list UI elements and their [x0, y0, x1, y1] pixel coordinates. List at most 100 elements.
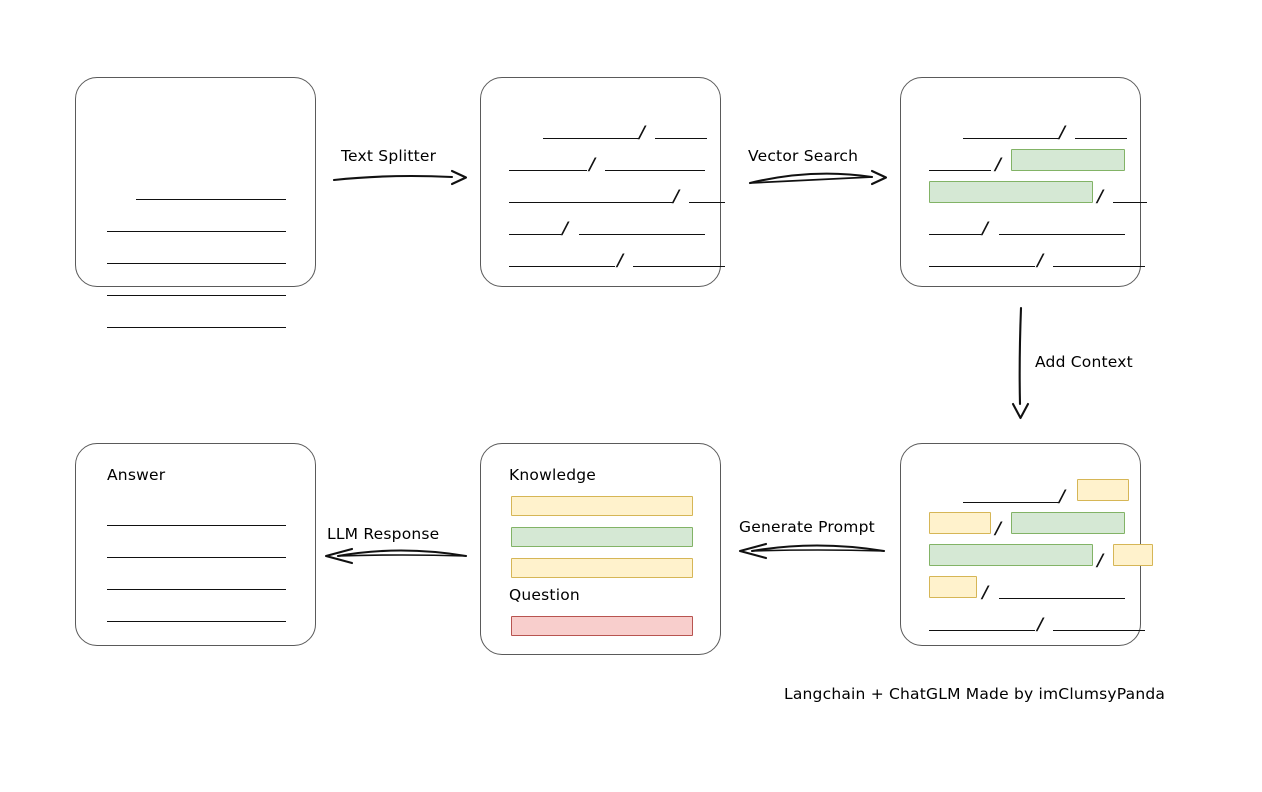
chunk-separator: / [982, 219, 989, 239]
chunk-separator: / [617, 251, 624, 271]
chunk-line: / [901, 479, 1140, 507]
match-highlight-green[interactable] [1011, 512, 1125, 534]
text-line-segment [579, 234, 705, 235]
node-context-added[interactable]: / / / / / [900, 443, 1153, 646]
text-line-segment [136, 199, 286, 200]
text-line-segment [1053, 630, 1145, 631]
edge-label-add-context: Add Context [1035, 353, 1133, 371]
doc-line [76, 186, 315, 200]
match-highlight-green[interactable] [929, 544, 1093, 566]
question-label: Question [509, 586, 580, 604]
edge-generate-prompt [738, 542, 886, 560]
chunk-separator: / [995, 519, 1002, 539]
text-line-segment [1113, 202, 1147, 203]
chunk-line: / [901, 576, 1140, 603]
doc-line [76, 576, 315, 590]
chunk-separator: / [1097, 551, 1104, 571]
text-line-segment [929, 630, 1035, 631]
chunk-line: / [901, 219, 1140, 239]
text-line-segment [509, 234, 561, 235]
knowledge-bar-green[interactable] [511, 527, 693, 547]
chunk-separator: / [982, 583, 989, 603]
text-line-segment [929, 266, 1035, 267]
text-line-segment [509, 170, 587, 171]
edge-llm-response [324, 547, 468, 565]
node-answer[interactable]: Answer [75, 443, 316, 646]
knowledge-bar-yellow[interactable] [511, 496, 693, 516]
chunk-line: / [901, 615, 1145, 635]
text-line-segment [633, 266, 725, 267]
match-highlight-green[interactable] [929, 181, 1093, 203]
edge-label-llm-response: LLM Response [327, 525, 440, 543]
text-line-segment [689, 202, 725, 203]
chunk-line: / [901, 149, 1140, 175]
match-highlight-green[interactable] [1011, 149, 1125, 171]
knowledge-label: Knowledge [509, 466, 597, 484]
text-line-segment [929, 170, 991, 171]
context-highlight-yellow[interactable] [929, 576, 977, 598]
text-line-segment [1053, 266, 1145, 267]
text-line-segment [543, 138, 639, 139]
chunk-line: / [481, 219, 720, 239]
edge-vector-search [748, 169, 888, 186]
knowledge-bar-yellow[interactable] [511, 558, 693, 578]
context-highlight-yellow[interactable] [929, 512, 991, 534]
edge-label-vector-search: Vector Search [748, 147, 859, 165]
chunk-line: / [901, 512, 1140, 539]
answer-title: Answer [107, 466, 166, 484]
chunk-separator: / [639, 123, 646, 143]
node-vector-matches[interactable]: / / / / / [900, 77, 1147, 287]
edge-add-context [1011, 306, 1030, 420]
question-bar-red[interactable] [511, 616, 693, 636]
chunk-separator: / [1059, 487, 1066, 507]
text-line-segment [929, 234, 981, 235]
chunk-line: / [901, 251, 1145, 271]
text-line-segment [107, 621, 286, 622]
doc-line [76, 512, 315, 526]
node-generated-prompt[interactable]: Knowledge Question [480, 443, 721, 655]
chunk-separator: / [589, 155, 596, 175]
chunk-line: / [901, 181, 1147, 207]
text-line-segment [509, 202, 673, 203]
text-line-segment [107, 231, 286, 232]
text-line-segment [107, 327, 286, 328]
doc-line [76, 282, 315, 296]
text-line-segment [107, 295, 286, 296]
chunk-line: / [481, 155, 720, 175]
text-line-segment [107, 263, 286, 264]
chunk-line: / [901, 123, 1140, 143]
edge-label-text-splitter: Text Splitter [341, 147, 437, 165]
chunk-separator: / [1037, 251, 1044, 271]
text-line-segment [999, 234, 1125, 235]
chunk-line: / [481, 251, 725, 271]
chunk-separator: / [1097, 187, 1104, 207]
context-highlight-yellow[interactable] [1113, 544, 1153, 566]
chunk-separator: / [1059, 123, 1066, 143]
text-line-segment [963, 502, 1059, 503]
text-line-segment [605, 170, 705, 171]
doc-line [76, 250, 315, 264]
chunk-line: / [901, 544, 1153, 571]
diagram-caption: Langchain + ChatGLM Made by imClumsyPand… [784, 685, 1166, 703]
node-split-chunks[interactable]: / / / / / [480, 77, 725, 287]
text-line-segment [107, 525, 286, 526]
node-source-document[interactable] [75, 77, 316, 328]
chunk-separator: / [673, 187, 680, 207]
chunk-line: / [481, 187, 725, 207]
text-line-segment [963, 138, 1059, 139]
doc-line [76, 608, 315, 622]
edge-text-splitter [332, 169, 468, 186]
context-highlight-yellow[interactable] [1077, 479, 1129, 501]
chunk-separator: / [1037, 615, 1044, 635]
doc-line [76, 544, 315, 558]
text-line-segment [1075, 138, 1127, 139]
doc-line [76, 314, 315, 328]
text-line-segment [509, 266, 615, 267]
chunk-separator: / [995, 155, 1002, 175]
text-line-segment [999, 598, 1125, 599]
text-line-segment [655, 138, 707, 139]
chunk-separator: / [562, 219, 569, 239]
doc-line [76, 218, 315, 232]
text-line-segment [107, 589, 286, 590]
